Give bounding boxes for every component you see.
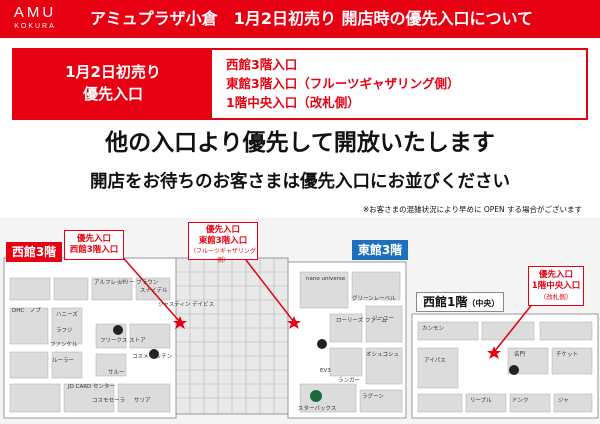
shop-label: フリークス ストア (100, 338, 146, 344)
west-3f-label: 西館3階 (6, 242, 62, 262)
logo-subtext: KOKURA (14, 23, 56, 30)
shop-label: ランガー (338, 378, 361, 384)
star-marker-west (173, 316, 187, 329)
shop-label: ドンク (512, 398, 529, 404)
escalator-icon (509, 365, 519, 375)
shop-label: JD CARD センター (68, 384, 116, 390)
shop-label: EV3 (320, 368, 331, 374)
floor-map-graphic (3, 251, 599, 419)
shop-label: ノブ (30, 308, 42, 314)
shop-label: チケット (556, 352, 579, 358)
shop-label: リーブル (470, 398, 492, 404)
priority-entrance-label: 1月2日初売り 優先入口 (14, 50, 212, 118)
west1f-shop-blocks (417, 321, 593, 413)
shop-label: サリア (134, 398, 151, 404)
logo-text: AMU (13, 4, 57, 21)
callout-west-entrance: 優先入口 西館3階入口 (64, 230, 124, 260)
amu-logo[interactable]: AMU KOKURA (6, 4, 64, 34)
shop-label: DHC (12, 308, 25, 314)
entrance-east-3f: 東館3階入口（フルーツギャザリング側） (226, 76, 460, 91)
escalator-icon (113, 325, 123, 335)
shop-label: ハニーズ (56, 312, 78, 318)
west-1f-label: 西館1階（中央） (416, 292, 504, 312)
priority-entrance-box: 1月2日初売り 優先入口 西館3階入口 東館3階入口（フルーツギャザリング側） … (12, 48, 588, 120)
page-title: アミュプラザ小倉 1月2日初売り 開店時の優先入口について (90, 9, 534, 28)
callout-east-entrance: 優先入口 東館3階入口 （フルーツギャザリング側） (188, 222, 258, 264)
entrance-west-3f: 西館3階入口 (226, 57, 298, 72)
callout-center-line1: 優先入口 (538, 270, 573, 280)
shop-label: アイパス (424, 358, 446, 364)
star-marker-east (287, 316, 301, 329)
notice-text: ※お客さまの混雑状況により早めに OPEN する場合がございます (362, 205, 582, 214)
callout-east-line1: 優先入口 (205, 225, 240, 235)
escalator-icon (317, 339, 327, 349)
shop-label: サルー (108, 370, 125, 376)
west-1f-sub: （中央） (467, 299, 500, 308)
atrium-grid (175, 257, 289, 415)
shop-label: nano universe (306, 276, 346, 282)
callout-east-line2: 東館3階入口 (198, 236, 248, 246)
shop-label: スターバックス (298, 406, 337, 412)
starbucks-icon (310, 390, 322, 402)
label-date: 1月2日初売り (65, 63, 161, 81)
shop-label: オシュコシュ (366, 352, 400, 358)
callout-center-line3: （改札側） (539, 293, 573, 301)
shop-label: ジャ (558, 398, 569, 404)
shop-label: コスモセーラ (92, 398, 126, 404)
shop-label: スナイデル (140, 288, 168, 294)
leader-center (493, 301, 535, 353)
entrance-center-1f: 1階中央入口（改札側） (226, 95, 360, 110)
shop-label: ジーユー (372, 316, 395, 322)
shop-label: ローリーズ ファーム (336, 318, 387, 324)
shop-label: ルーラー (52, 358, 75, 364)
shop-label: グリーンレーベル (352, 296, 396, 302)
shop-label: カンモン (422, 326, 445, 332)
escalator-icon (149, 349, 159, 359)
floor-map-area: 西館3階 東館3階 西館1階（中央） 優先入口 西館3階入口 優先入口 東館3階… (0, 218, 600, 424)
callout-center-line2: 1階中央入口 (531, 281, 581, 291)
leader-east (245, 259, 295, 323)
shop-label: 名門 (514, 352, 526, 358)
headline: 他の入口より優先して開放いたします (105, 130, 495, 156)
subheadline: 開店をお待ちのお客さまは優先入口にお並びください (90, 172, 510, 192)
shop-label: ジャスティン デイビス (158, 302, 215, 308)
east-shop-blocks (299, 271, 403, 413)
shop-label: コスメ キッチン (132, 354, 173, 360)
callout-east-line3: （フルーツギャザリング側） (190, 248, 256, 264)
west-1f-title: 西館1階 (423, 295, 468, 309)
shop-label: リリー ブラウン (118, 280, 159, 286)
label-title: 優先入口 (82, 85, 143, 103)
east-3f-label: 東館3階 (352, 240, 408, 260)
shop-label: ラフジ (56, 328, 73, 334)
shop-label: ラグーン (362, 394, 384, 400)
shop-label: ファンケル (50, 342, 78, 348)
star-marker-center (487, 346, 501, 359)
callout-west-line2: 西館3階入口 (69, 245, 119, 255)
header-bar: AMU KOKURA アミュプラザ小倉 1月2日初売り 開店時の優先入口について (0, 0, 600, 38)
shop-label: アルフレッド (94, 280, 127, 286)
west-shop-blocks (9, 277, 171, 413)
callout-center-entrance: 優先入口 1階中央入口 （改札側） (528, 266, 584, 306)
leader-west (117, 251, 181, 323)
callout-west-line1: 優先入口 (76, 234, 111, 244)
